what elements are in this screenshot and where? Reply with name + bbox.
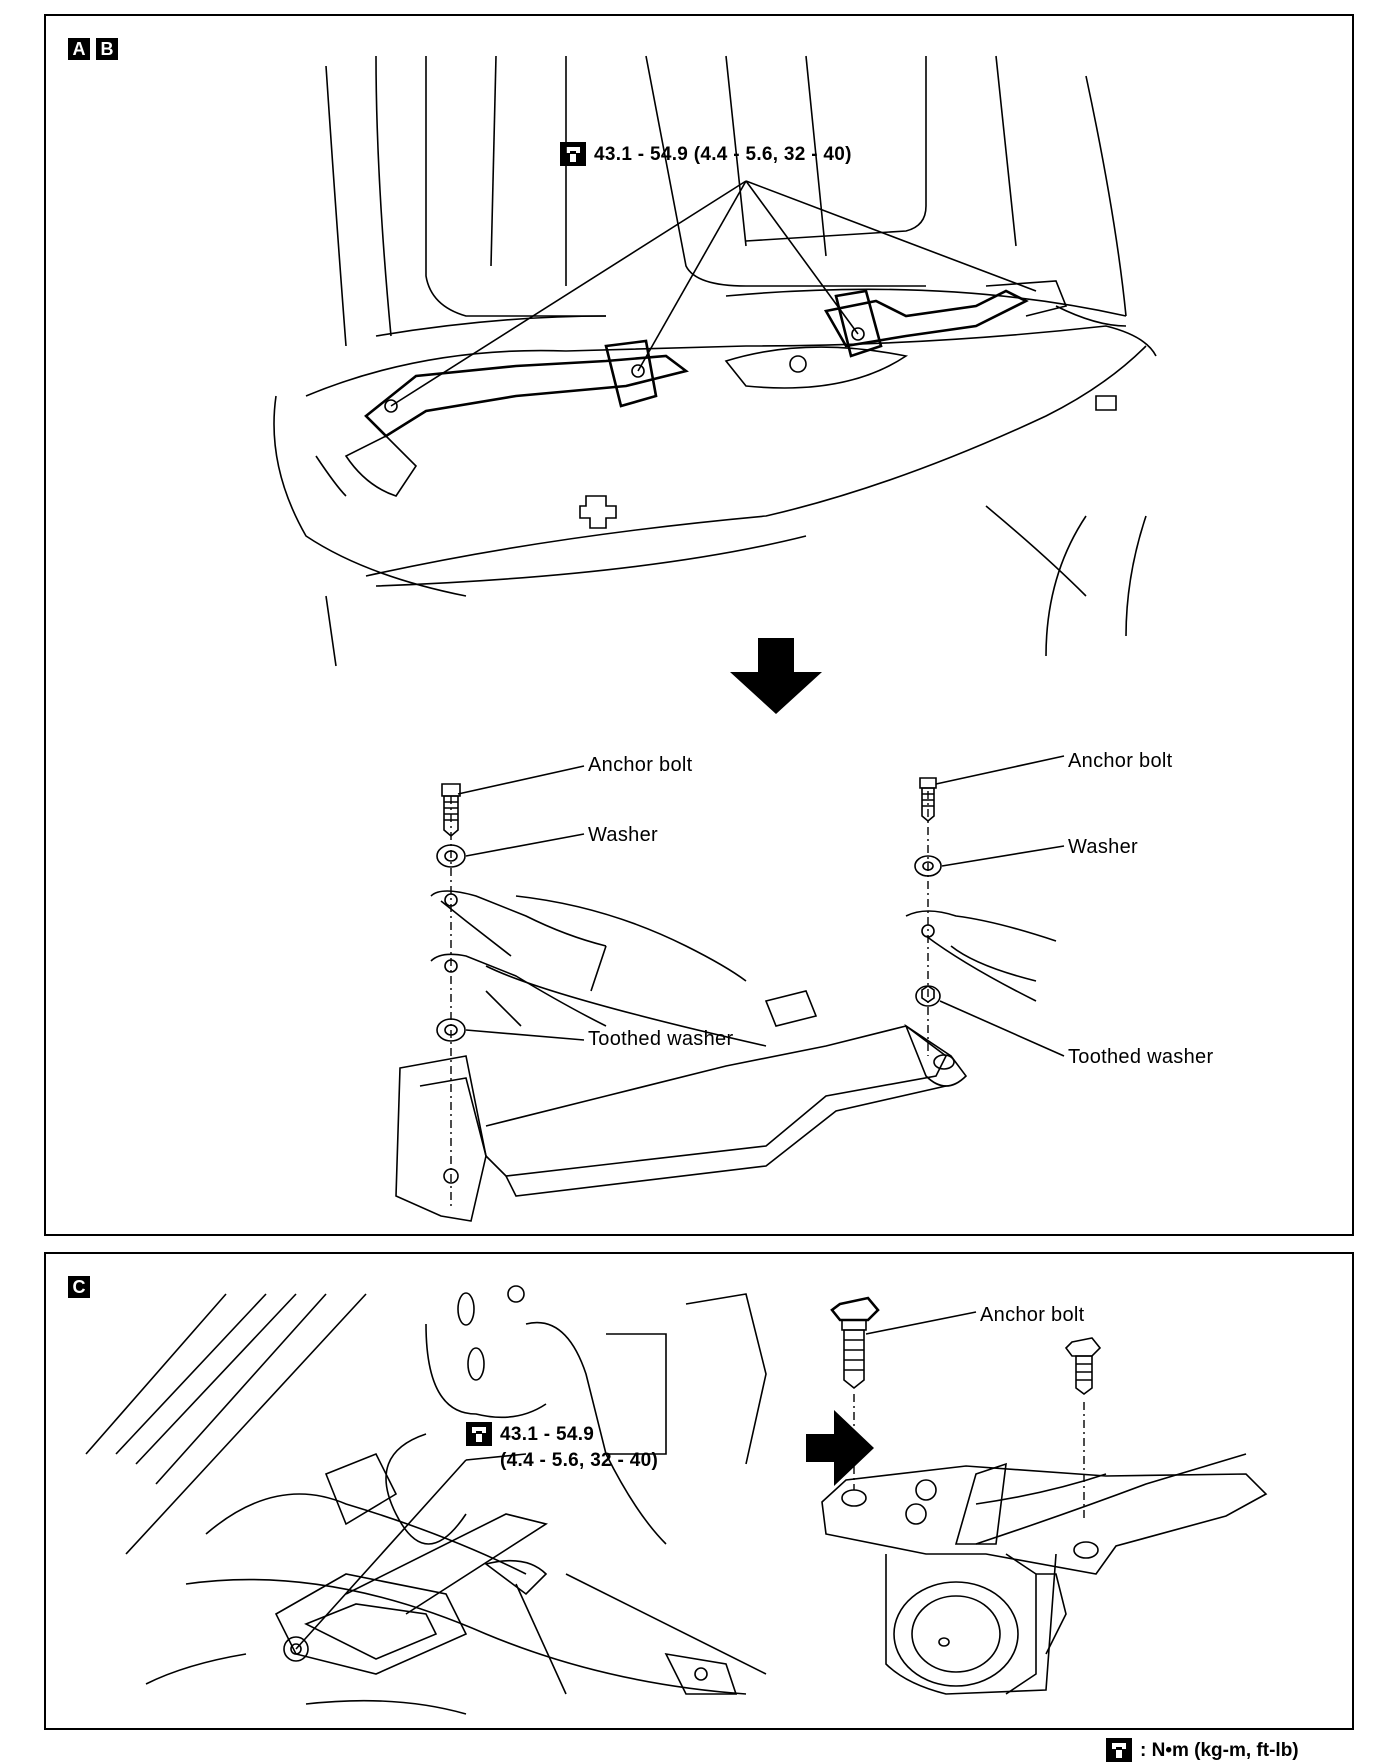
torque-leader-lines (391, 181, 1036, 406)
badge-c: C (68, 1276, 90, 1298)
exploded-view-right (906, 778, 1056, 1056)
seat-belt-brackets-installed (316, 281, 1126, 496)
label-anchor-bolt-c: Anchor bolt (980, 1304, 1085, 1326)
floor-panel-outline (274, 326, 1156, 666)
label-anchor-bolt-right: Anchor bolt (1068, 750, 1173, 772)
panel-ab: A B 43.1 - 54.9 (4.4 - 5.6, 32 - 40) (44, 14, 1354, 1236)
torque-spec-top: 43.1 - 54.9 (4.4 - 5.6, 32 - 40) (594, 144, 852, 165)
label-toothed-washer-right: Toothed washer (1068, 1046, 1214, 1068)
rear-seat-outline (326, 56, 1126, 346)
badge-b: B (96, 38, 118, 60)
panel-c: C 43.1 - 54.9 (4.4 - 5.6, 32 - 40) (44, 1252, 1354, 1730)
retractor-detail (822, 1298, 1266, 1694)
label-toothed-washer-left: Toothed washer (588, 1028, 734, 1050)
label-anchor-bolt-left: Anchor bolt (588, 754, 693, 776)
torque-spec-bottom-line1: 43.1 - 54.9 (500, 1424, 595, 1445)
torque-wrench-icon (466, 1422, 492, 1446)
arrow-down-icon (730, 638, 822, 714)
unit-legend-text: : N•m (kg-m, ft-lb) (1140, 1740, 1299, 1761)
torque-wrench-icon (560, 142, 586, 166)
floor-side-scene (86, 1286, 766, 1714)
torque-spec-bottom-line2: (4.4 - 5.6, 32 - 40) (500, 1450, 659, 1471)
rear-seatbelt-retractor-illustration (46, 1254, 1356, 1732)
label-washer-right: Washer (1068, 836, 1138, 858)
label-washer-left: Washer (588, 824, 658, 846)
exploded-view-left (396, 784, 966, 1221)
arrow-right-icon (806, 1410, 874, 1486)
torque-wrench-icon (1106, 1738, 1132, 1762)
seatbelt-floor-illustration (46, 16, 1356, 1238)
badge-a: A (68, 38, 90, 60)
exploded-label-leaders (458, 756, 1064, 1056)
